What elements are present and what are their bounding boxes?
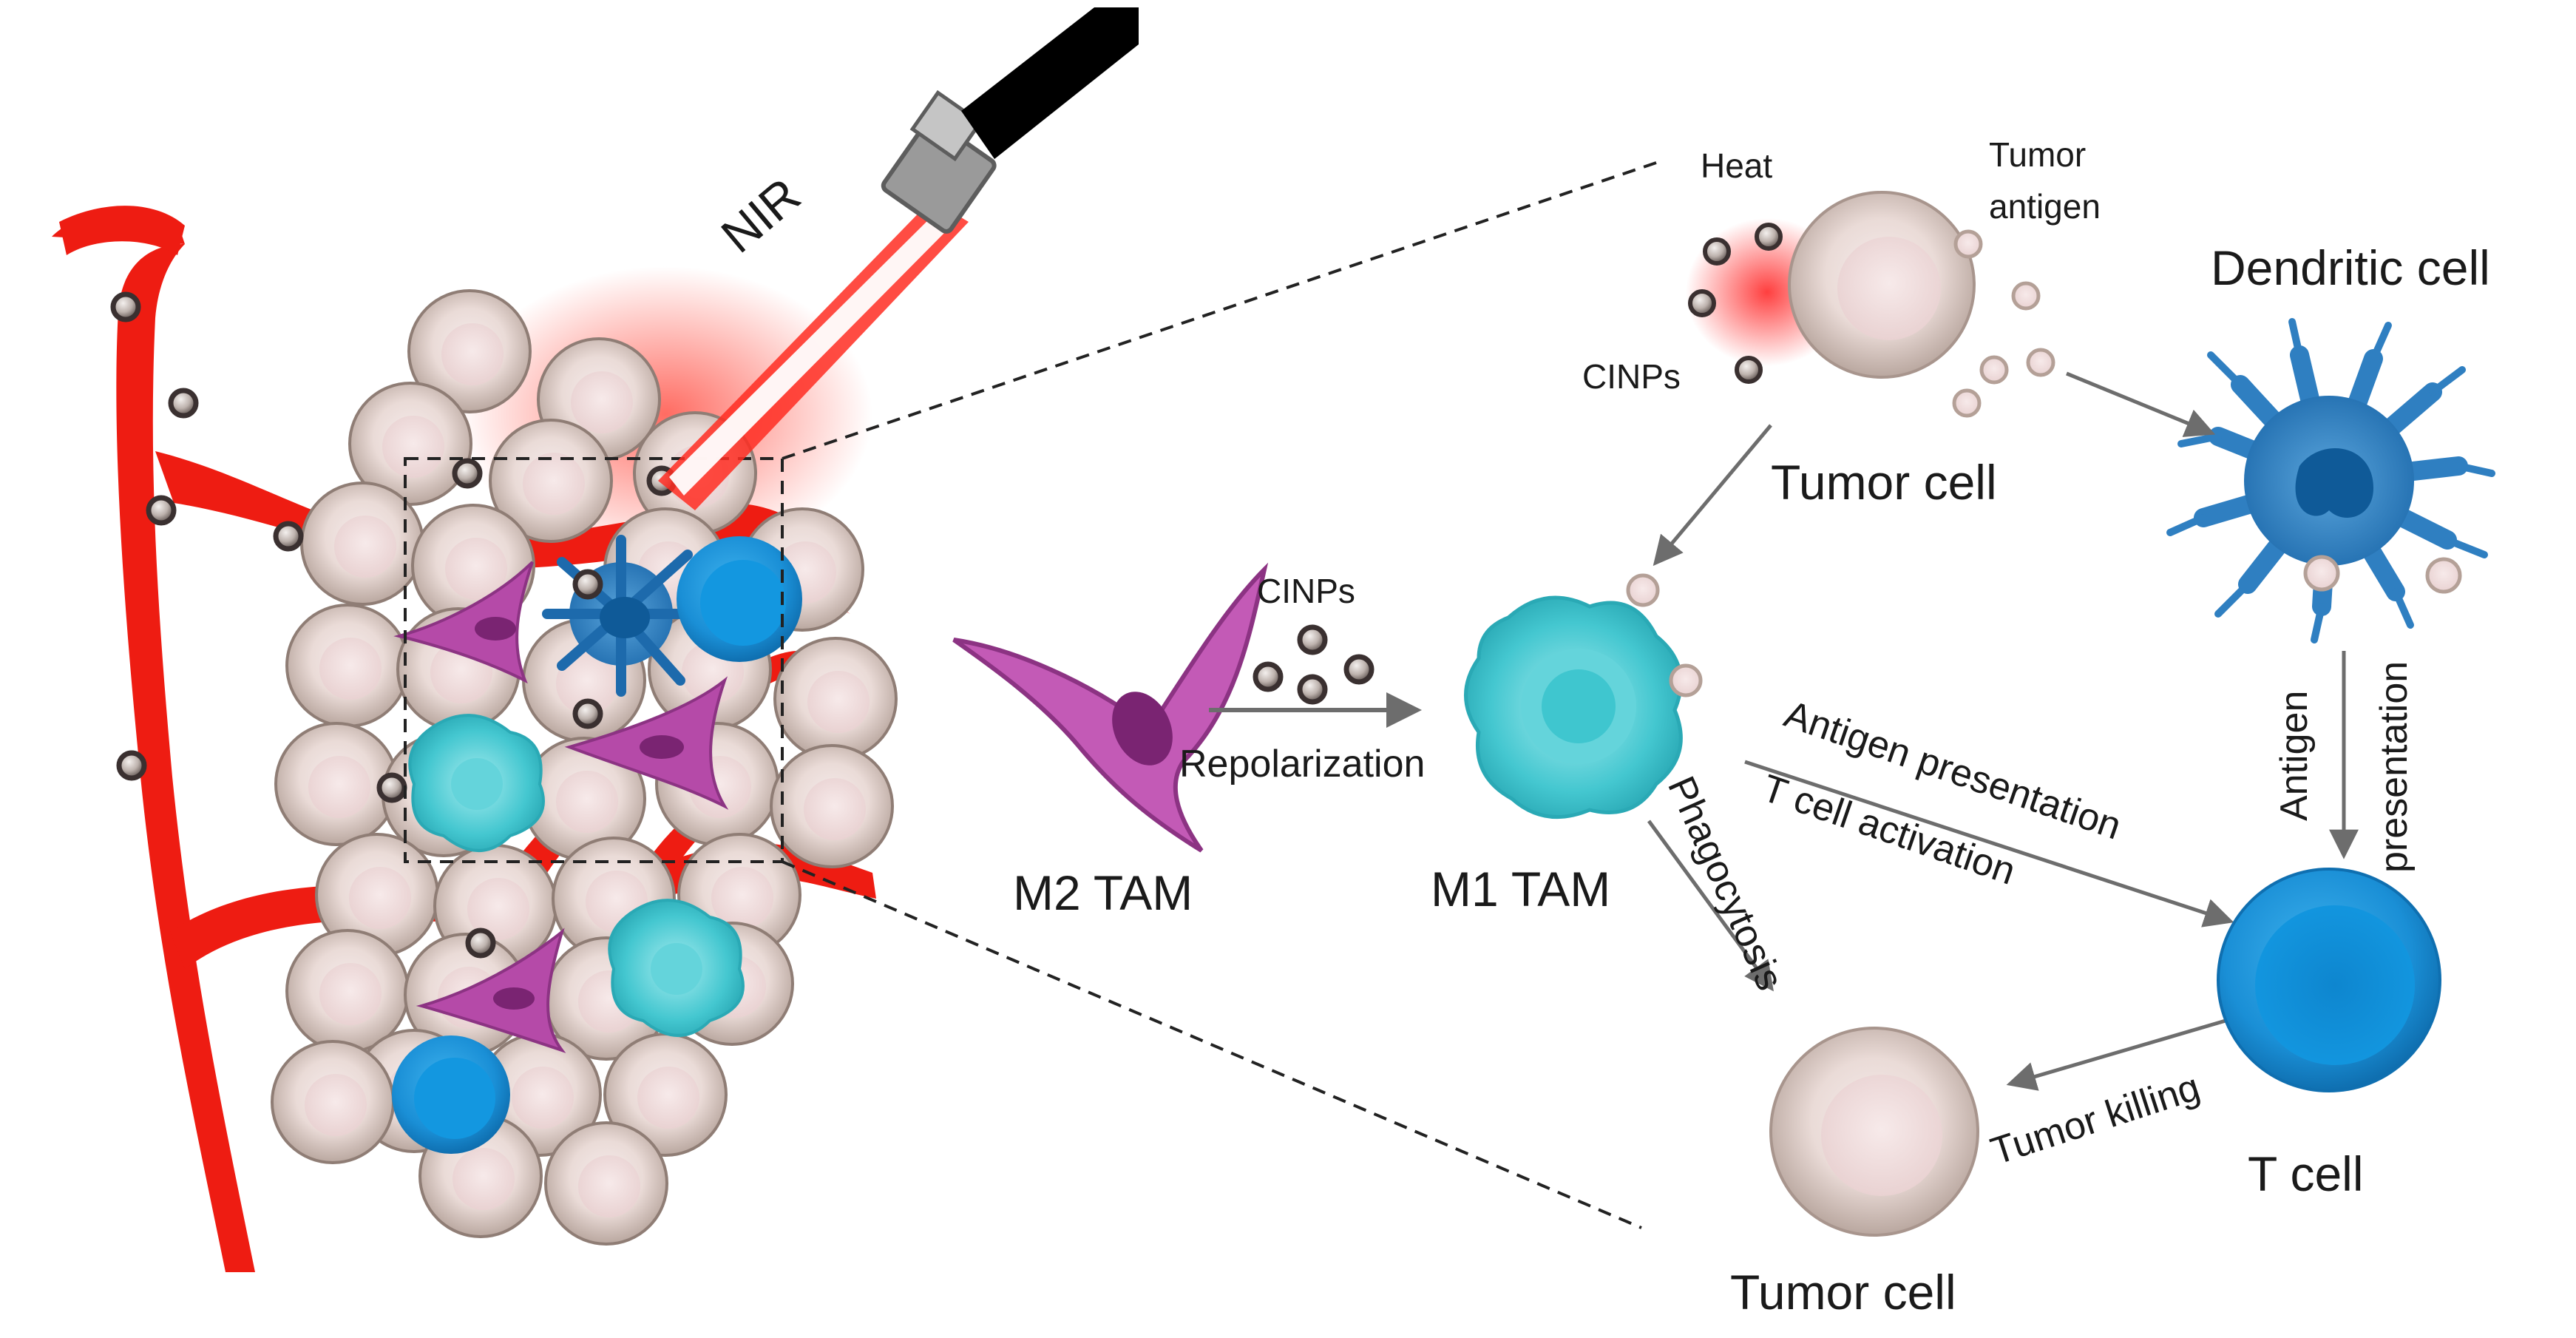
m1-tam [1464, 573, 1703, 820]
arrow-m1-phagocytosis [1647, 820, 1774, 992]
nanoparticle [572, 698, 603, 729]
antigen-vertical-label-2: presentation [2373, 661, 2416, 873]
arrow-m1-to-tcell [1744, 760, 2234, 928]
t-cell-label: T cell [2248, 1146, 2364, 1201]
tissue-tumor-cell [544, 1121, 668, 1246]
t-cell-in-tissue-2 [392, 1035, 510, 1154]
nanoparticle [452, 458, 483, 489]
repolarization-label: Repolarization [1179, 743, 1425, 785]
antigen-vertical-label-1: Antigen [2273, 691, 2316, 821]
tissue-tumor-cell [348, 382, 472, 506]
blood-vessel-branch-upper [155, 451, 747, 569]
tissue-tumor-cell [489, 419, 613, 543]
tissue-tumor-cell [603, 1033, 728, 1157]
nanoparticles-in-tissue [110, 291, 677, 959]
nanoparticle [146, 495, 177, 526]
arrow-tcell-killing [2006, 1018, 2226, 1091]
tissue-tumor-cell [285, 604, 410, 728]
blood-vessel-trunk-top [59, 206, 185, 255]
heat-label: Heat [1701, 146, 1772, 185]
arrow-tumor-to-m1 [1653, 424, 1772, 567]
tumor-cell-bottom [1769, 1027, 1979, 1237]
arrow-tumor-to-dc [2066, 371, 2216, 437]
tumor-antigen-particles [1952, 229, 2055, 418]
nanoparticle [273, 521, 304, 552]
mechanism-panel: Heat Tumor antigen CINPs Tumor cell [952, 135, 2495, 1320]
cinps-on-tumor-cell [1688, 223, 1783, 384]
t-cell-in-tissue-1 [677, 536, 802, 662]
m2-tam-in-tissue-2 [564, 676, 729, 810]
zoom-line-bottom [782, 860, 1642, 1229]
tissue-tumor-cell [407, 289, 532, 413]
nanoparticle [168, 388, 199, 419]
nir-label: NIR [711, 167, 810, 263]
tissue-tumor-cell [285, 929, 410, 1053]
blood-vessel-trunk [52, 209, 255, 1273]
tumor-antigen-label-1: Tumor [1989, 135, 2086, 174]
t-cell [2217, 868, 2441, 1092]
nanoparticle [465, 928, 496, 959]
m1-tam-label: M1 TAM [1431, 862, 1610, 916]
tissue-tumor-cell [773, 637, 898, 761]
m1-tam-in-tissue-2 [608, 899, 745, 1037]
tissue-tumor-cell [770, 744, 894, 868]
nir-laser-fiber [658, 7, 1139, 510]
zoom-box [404, 457, 784, 863]
m2-tam-in-tissue-3 [416, 928, 566, 1053]
cinps-top-label: CINPs [1582, 357, 1681, 396]
tissue-tumor-cell [522, 737, 646, 861]
dendritic-cell-label: Dendritic cell [2211, 240, 2490, 295]
tumor-tissue-illustration: NIR [52, 7, 1657, 1273]
nanoparticle [116, 750, 147, 781]
tumor-antigen-label-2: antigen [1989, 187, 2101, 226]
m2-tam-label: M2 TAM [1013, 865, 1193, 920]
m2-tam-in-tissue [393, 561, 534, 684]
tumor-cell-top-label: Tumor cell [1771, 455, 1997, 510]
dendritic-cell [2166, 318, 2495, 643]
m2-tam [952, 562, 1269, 853]
nanoparticle [572, 569, 603, 600]
m1-tam-in-tissue-1 [408, 714, 545, 852]
cinps-mid-label: CINPs [1257, 572, 1355, 610]
tissue-tumor-cell [271, 1040, 395, 1164]
nanoparticle [376, 772, 407, 803]
tumor-cell-bottom-label: Tumor cell [1730, 1265, 1956, 1320]
tumor-cell-top [1788, 191, 1976, 379]
tissue-tumor-cell [315, 833, 439, 957]
cinps-particles-mid [1253, 624, 1375, 705]
nanoparticle [110, 291, 141, 322]
